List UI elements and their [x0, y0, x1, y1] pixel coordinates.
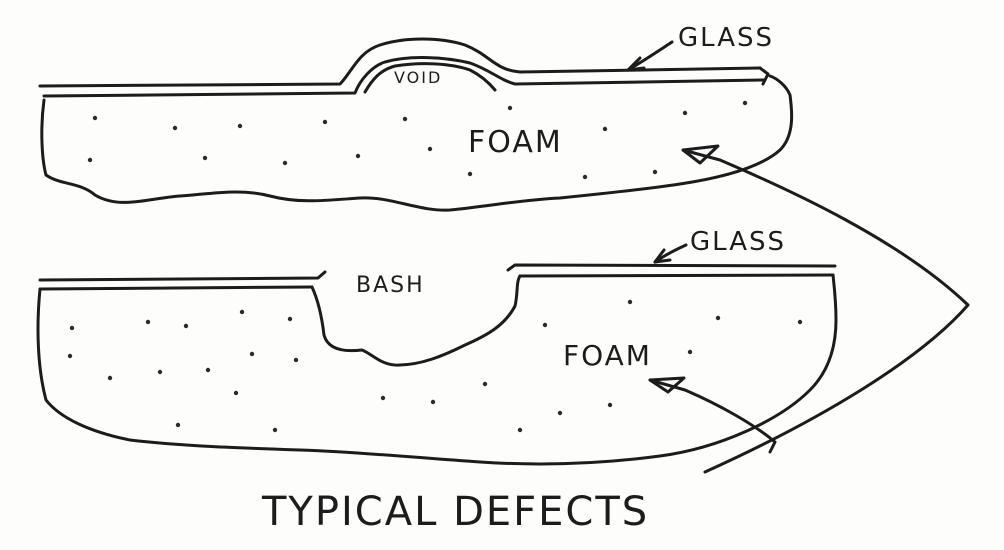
bottom-glass-left-upper: [38, 270, 327, 282]
foam-dot: [402, 116, 408, 122]
foam-dot: [287, 316, 293, 322]
callout-arrowhead-bottom: [648, 376, 686, 394]
foam-dot: [145, 319, 151, 325]
foam-dot: [542, 322, 548, 328]
foam-dot: [239, 309, 245, 315]
label-foam-bottom: FOAM: [563, 339, 652, 372]
foam-dot: [172, 125, 178, 131]
bottom-glass-left-lower: [38, 285, 314, 291]
foam-dot: [380, 395, 386, 401]
foam-dot: [517, 427, 523, 433]
label-void: VOID: [394, 68, 442, 87]
foam-dot: [607, 402, 613, 408]
foam-dot: [742, 100, 748, 106]
callout-arrowhead-top: [681, 144, 720, 165]
foam-dot: [272, 427, 278, 433]
top-panel: [38, 37, 794, 212]
foam-dot: [467, 171, 473, 177]
foam-dot: [233, 390, 239, 396]
label-foam-top: FOAM: [468, 125, 563, 160]
foam-dot: [355, 153, 361, 159]
foam-dot: [715, 315, 721, 321]
foam-dot: [602, 126, 608, 132]
foam-dot: [107, 375, 113, 381]
foam-dot: [202, 155, 208, 161]
foam-dot: [797, 319, 803, 325]
foam-dot: [582, 174, 588, 180]
foam-dot: [157, 369, 163, 375]
bottom-foam-body: [36, 273, 838, 466]
void-outline: [363, 62, 497, 94]
bash-cavity: [310, 274, 522, 367]
top-glass-line-lower: [42, 56, 767, 98]
label-glass-top: GLASS: [678, 23, 774, 53]
foam-dot: [87, 157, 93, 163]
bottom-glass-right-upper: [506, 263, 837, 272]
foam-dot: [507, 105, 513, 111]
foam-dot: [92, 115, 98, 121]
caption-typical-defects: TYPICAL DEFECTS: [261, 489, 649, 535]
foam-dot: [183, 323, 189, 329]
callout-bracket: [681, 148, 970, 474]
foam-dot: [175, 422, 181, 428]
foam-dot: [237, 123, 243, 129]
label-glass-bottom: GLASS: [690, 227, 786, 257]
foam-dot: [322, 119, 328, 125]
foam-dot: [282, 160, 288, 166]
bottom-panel: [36, 243, 838, 466]
callout-lower-line: [648, 378, 777, 454]
label-bash: BASH: [356, 273, 425, 298]
glass-bottom-arrowhead: [653, 248, 672, 264]
foam-dot: [293, 357, 299, 363]
foam-dot: [557, 410, 563, 416]
glass-top-arrow: [626, 40, 674, 72]
foam-dot: [687, 349, 693, 355]
foam-dot: [67, 353, 73, 359]
foam-dot: [482, 381, 488, 387]
foam-dot: [652, 169, 658, 175]
foam-dot: [249, 351, 255, 357]
callout-lines: [648, 144, 970, 474]
foam-dot: [627, 299, 633, 305]
foam-dot: [205, 367, 211, 373]
foam-dot: [69, 325, 75, 331]
bottom-glass-right-lower: [518, 273, 835, 278]
foam-dot: [430, 399, 436, 405]
foam-dot: [682, 110, 688, 116]
top-foam-body: [40, 74, 794, 212]
foam-dot: [427, 146, 433, 152]
top-glass-line-upper: [38, 37, 762, 88]
glass-top-arrowhead: [626, 56, 646, 72]
top-glass-end: [758, 66, 770, 86]
